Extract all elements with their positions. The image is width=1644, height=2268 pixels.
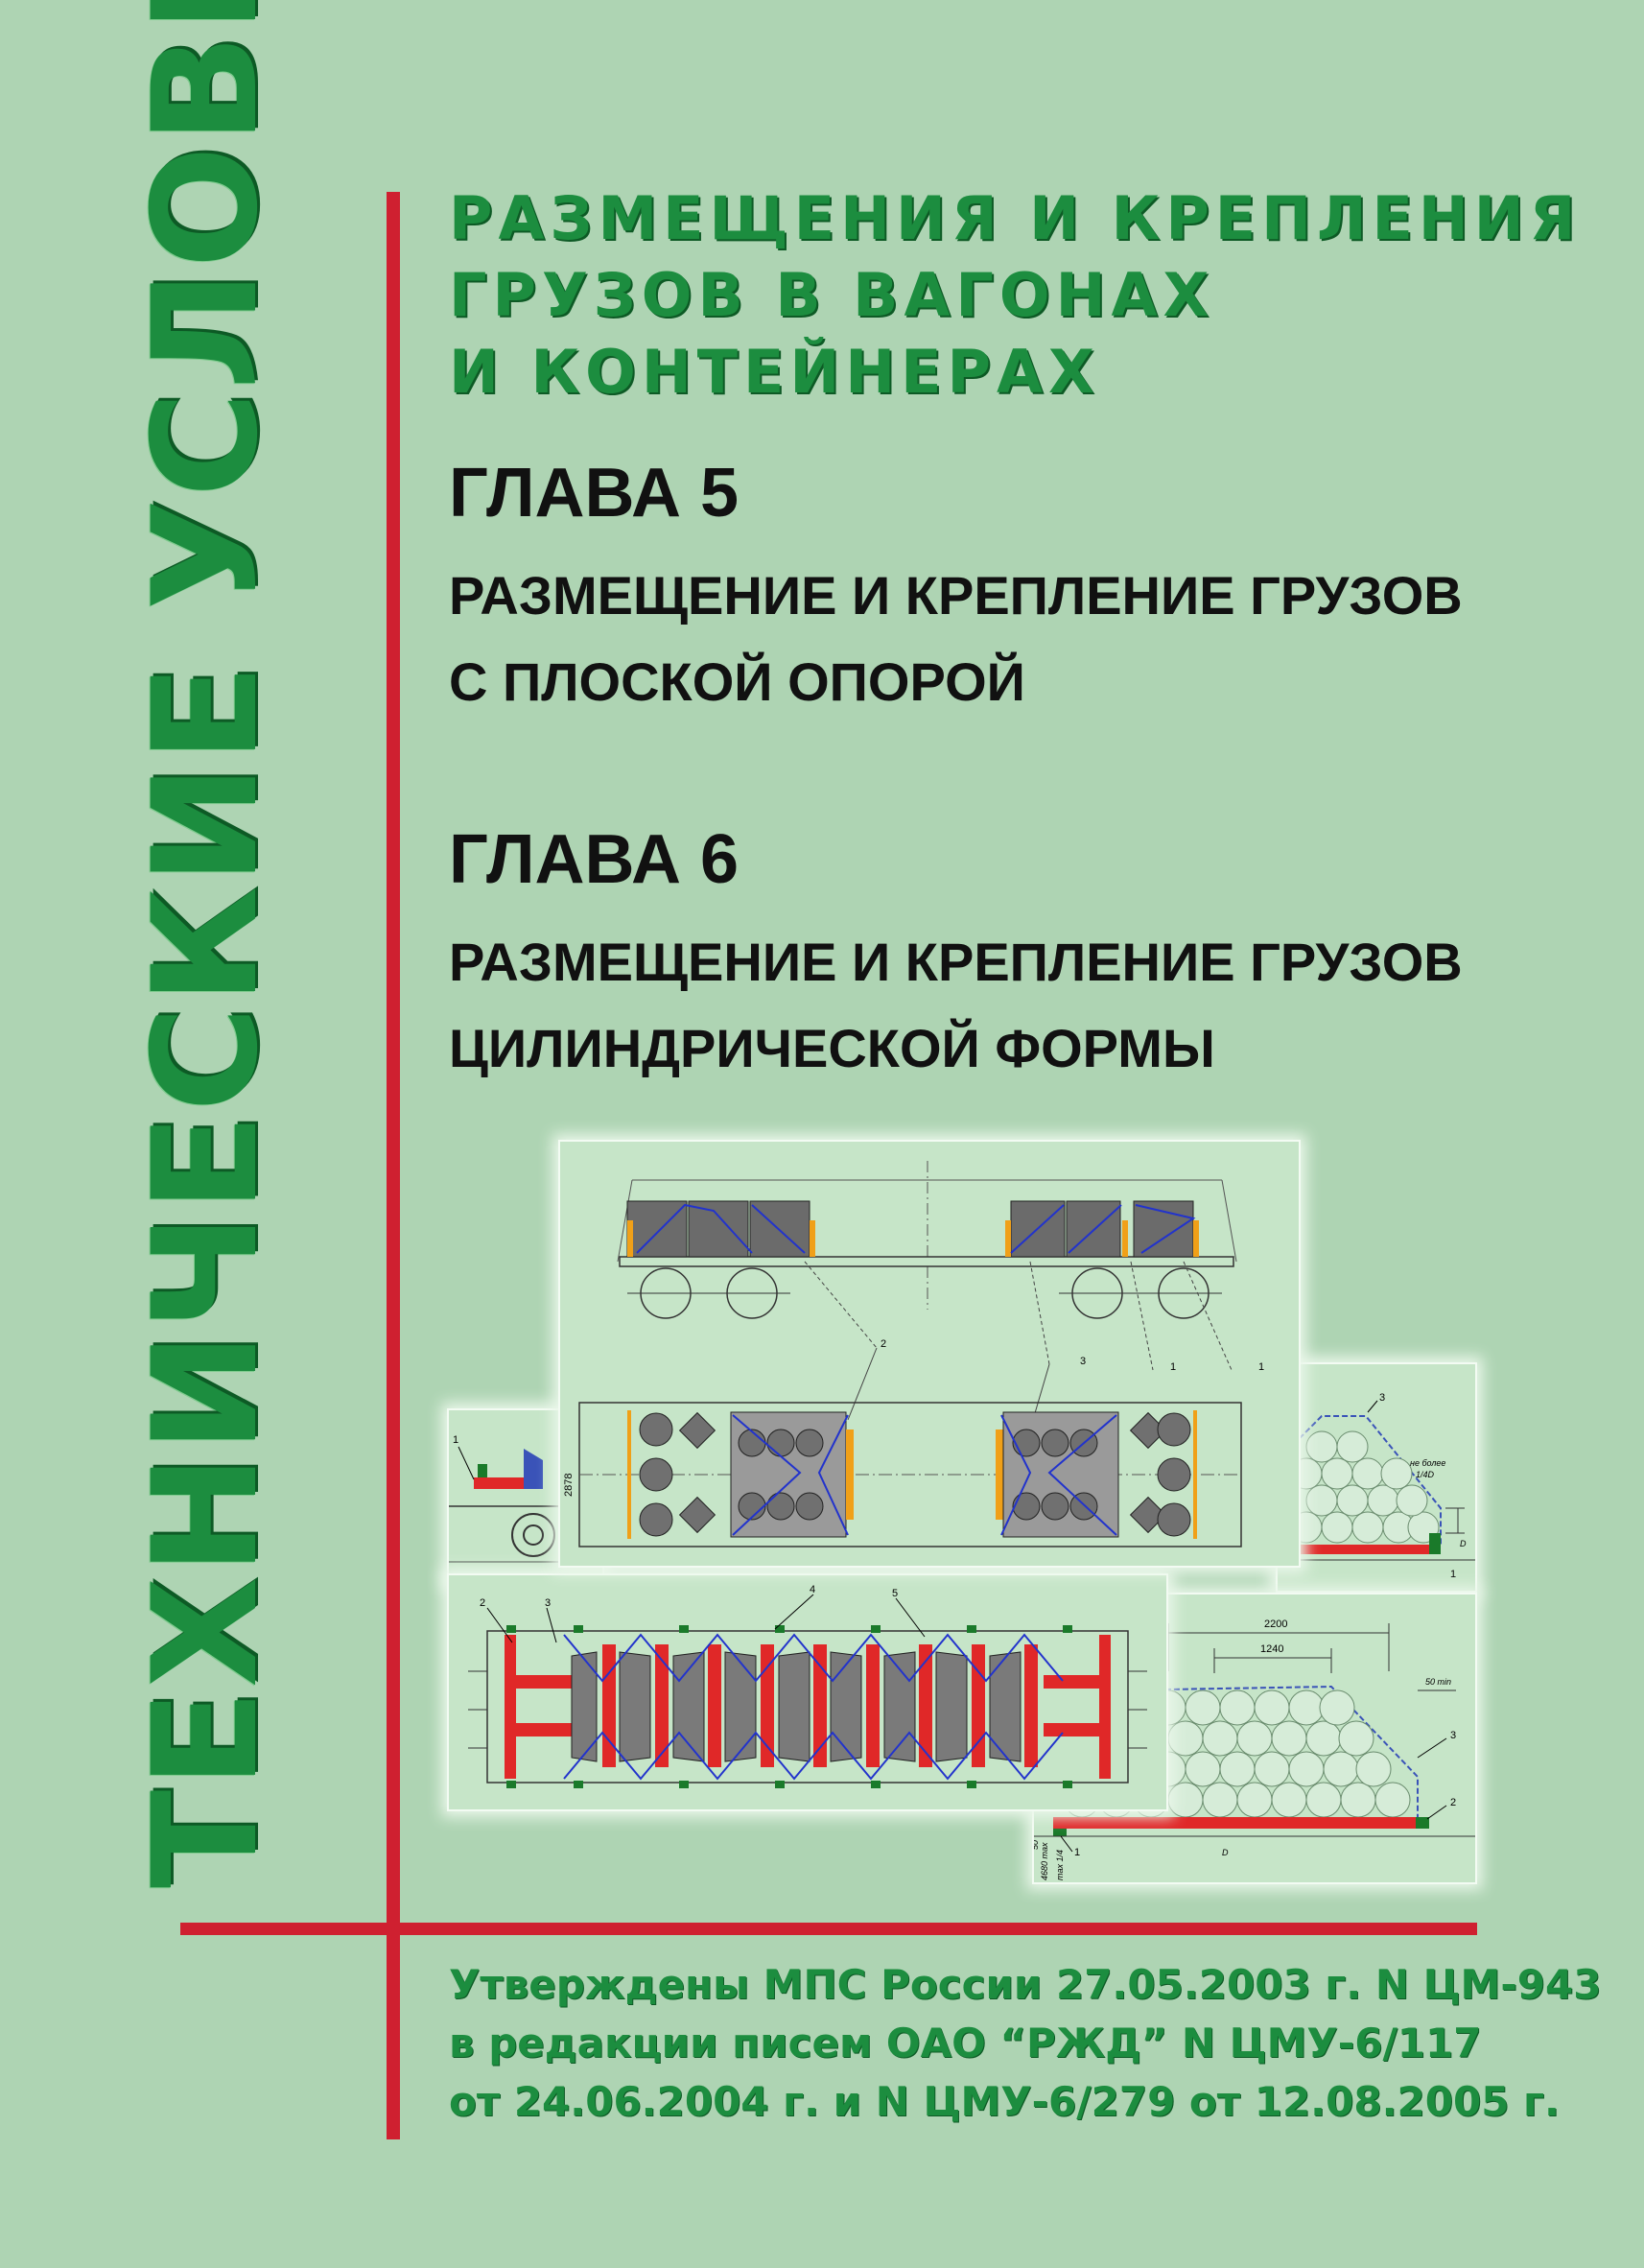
book-title-line: И КОНТЕЙНЕРАХ bbox=[449, 337, 1100, 407]
approval-line: Утверждены МПС России 27.05.2003 г. N ЦМ… bbox=[449, 1961, 1602, 2008]
chapter-6-subtitle-line: РАЗМЕЩЕНИЕ И КРЕПЛЕНИЕ ГРУЗОВ bbox=[449, 932, 1463, 992]
rolls-plan-drawing: 2 3 4 5 bbox=[468, 1584, 1147, 1788]
side-dimension-label: 4680 max bbox=[1040, 1842, 1049, 1880]
note-label: не более bbox=[1410, 1458, 1445, 1468]
width-dimension: 2878 bbox=[563, 1474, 575, 1497]
drawing-rolls-plan: 2 3 4 5 bbox=[447, 1573, 1168, 1811]
horizontal-red-rule bbox=[180, 1923, 1477, 1935]
drawing-flat-cargo: 2 3 1 1 2878 bbox=[558, 1140, 1301, 1568]
dimension-label: 50 min bbox=[1425, 1677, 1451, 1687]
spine-title: ТЕХНИЧЕСКИЕ УСЛОВИЯ bbox=[123, 0, 290, 1888]
callout-label: 1 bbox=[453, 1434, 458, 1446]
callout-label: 3 bbox=[1080, 1356, 1086, 1367]
vertical-red-rule bbox=[387, 192, 400, 2139]
callout-label: 4 bbox=[810, 1584, 815, 1595]
approval-line: в редакции писем ОАО “РЖД” N ЦМУ-6/117 bbox=[449, 2020, 1482, 2067]
callout-label: 3 bbox=[545, 1597, 551, 1609]
chapter-5-number: ГЛАВА 5 bbox=[449, 455, 739, 532]
chapter-6-subtitle: РАЗМЕЩЕНИЕ И КРЕПЛЕНИЕ ГРУЗОВ ЦИЛИНДРИЧЕ… bbox=[449, 919, 1504, 1092]
callout-label: 1 bbox=[1450, 1569, 1456, 1580]
chapter-6-subtitle-line: ЦИЛИНДРИЧЕСКОЙ ФОРМЫ bbox=[449, 1018, 1215, 1078]
book-title-line: ГРУЗОВ В ВАГОНАХ bbox=[449, 260, 1215, 330]
callout-label: 1 bbox=[1074, 1847, 1080, 1858]
side-dimension-label: max 1/4 bbox=[1055, 1850, 1065, 1880]
chapter-5-subtitle: РАЗМЕЩЕНИЕ И КРЕПЛЕНИЕ ГРУЗОВ С ПЛОСКОЙ … bbox=[449, 553, 1504, 725]
d-label: D bbox=[1222, 1848, 1229, 1857]
callout-label: 1 bbox=[1258, 1361, 1264, 1373]
callout-label: 3 bbox=[1450, 1730, 1456, 1741]
dimension-label: 2200 bbox=[1264, 1618, 1287, 1630]
callout-label: 3 bbox=[1379, 1392, 1385, 1404]
d-label: D bbox=[1460, 1539, 1467, 1548]
flat-cargo-drawing: 2 3 1 1 2878 bbox=[563, 1161, 1264, 1547]
drawing-cylinder-stack-top: 3 не более 1/4D D 1 bbox=[1276, 1362, 1477, 1593]
book-title: РАЗМЕЩЕНИЯ И КРЕПЛЕНИЯ ГРУЗОВ В ВАГОНАХ … bbox=[449, 180, 1582, 411]
side-dimension-label: 50 bbox=[1034, 1840, 1040, 1850]
book-title-line: РАЗМЕЩЕНИЯ И КРЕПЛЕНИЯ bbox=[449, 183, 1582, 253]
dimension-label: 1240 bbox=[1260, 1643, 1283, 1655]
callout-label: 1 bbox=[1170, 1361, 1176, 1373]
cylinder-stack-top-drawing: 3 не более 1/4D D 1 bbox=[1278, 1392, 1475, 1580]
note-label: 1/4D bbox=[1416, 1470, 1435, 1479]
chapter-5-subtitle-line: С ПЛОСКОЙ ОПОРОЙ bbox=[449, 651, 1025, 712]
chapter-5: ГЛАВА 5 РАЗМЕЩЕНИЕ И КРЕПЛЕНИЕ ГРУЗОВ С … bbox=[449, 451, 1504, 725]
callout-label: 2 bbox=[881, 1338, 886, 1350]
chapter-6: ГЛАВА 6 РАЗМЕЩЕНИЕ И КРЕПЛЕНИЕ ГРУЗОВ ЦИ… bbox=[449, 817, 1504, 1092]
chapter-5-subtitle-line: РАЗМЕЩЕНИЕ И КРЕПЛЕНИЕ ГРУЗОВ bbox=[449, 565, 1463, 626]
callout-label: 2 bbox=[480, 1597, 485, 1609]
callout-label: 2 bbox=[1450, 1797, 1456, 1808]
approval-note: Утверждены МПС России 27.05.2003 г. N ЦМ… bbox=[449, 1955, 1602, 2131]
callout-label: 5 bbox=[892, 1588, 898, 1599]
approval-line: от 24.06.2004 г. и N ЦМУ-6/279 от 12.08.… bbox=[449, 2078, 1560, 2125]
chapter-6-number: ГЛАВА 6 bbox=[449, 821, 739, 898]
